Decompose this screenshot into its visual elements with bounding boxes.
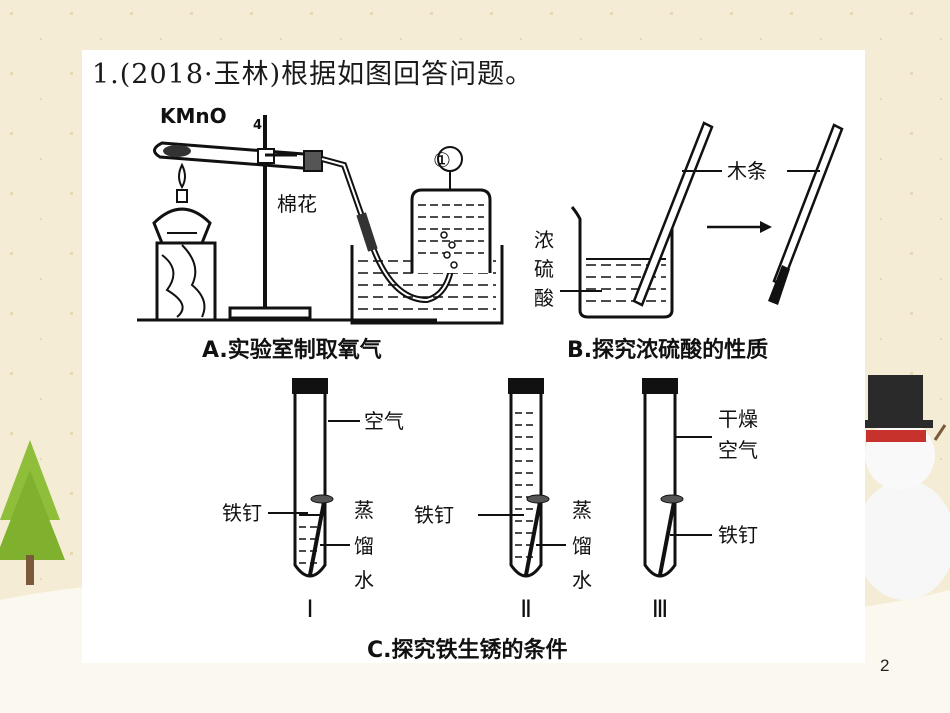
figure-b-caption: B.探究浓硫酸的性质 [567,337,768,363]
tube3-numeral: Ⅲ [652,595,669,623]
tube1-water-2: 馏 [354,534,374,558]
figure-a-apparatus [137,115,504,325]
snowman-icon [855,375,950,600]
figure-c-caption: C.探究铁生锈的条件 [367,637,568,663]
tube1-air-label: 空气 [364,409,404,433]
tube1-numeral: Ⅰ [306,595,313,623]
tube2-water-2: 馏 [572,534,592,558]
tube3-nail-label: 铁钉 [718,523,758,547]
acid-label-2: 硫 [534,257,554,281]
tube1-water-1: 蒸 [354,498,374,522]
acid-label-1: 浓 [534,228,554,252]
tube2-water-3: 水 [572,568,592,592]
test-tube-2 [478,378,566,578]
tube3-air-label-1: 干燥 [718,407,758,431]
experiment-figure: ① KMnO 4 棉花 A.实验室制取氧气 木条 浓 硫 酸 B.探究浓硫酸的性… [137,104,844,663]
tube3-air-label-2: 空气 [718,438,758,462]
tree-icon [0,440,65,585]
cotton-label: 棉花 [277,192,317,216]
question-title: 1.(2018·玉林)根据如图回答问题。 [92,59,534,90]
tube2-nail-label: 铁钉 [414,503,454,527]
figure-a-caption: A.实验室制取氧气 [202,337,382,363]
figure-b-apparatus [560,121,844,319]
test-tube-1 [268,378,360,578]
stick-label: 木条 [727,159,767,183]
page-number: 2 [880,656,890,675]
reagent-subscript: 4 [253,118,262,133]
tube1-nail-label: 铁钉 [222,501,262,525]
tube2-water-1: 蒸 [572,498,592,522]
tube1-water-3: 水 [354,568,374,592]
tube2-numeral: Ⅱ [520,595,532,623]
reagent-label: KMnO [160,104,227,128]
test-tube-3 [642,378,712,578]
acid-label-3: 酸 [534,286,554,310]
bottle-marker: ① [433,148,451,172]
